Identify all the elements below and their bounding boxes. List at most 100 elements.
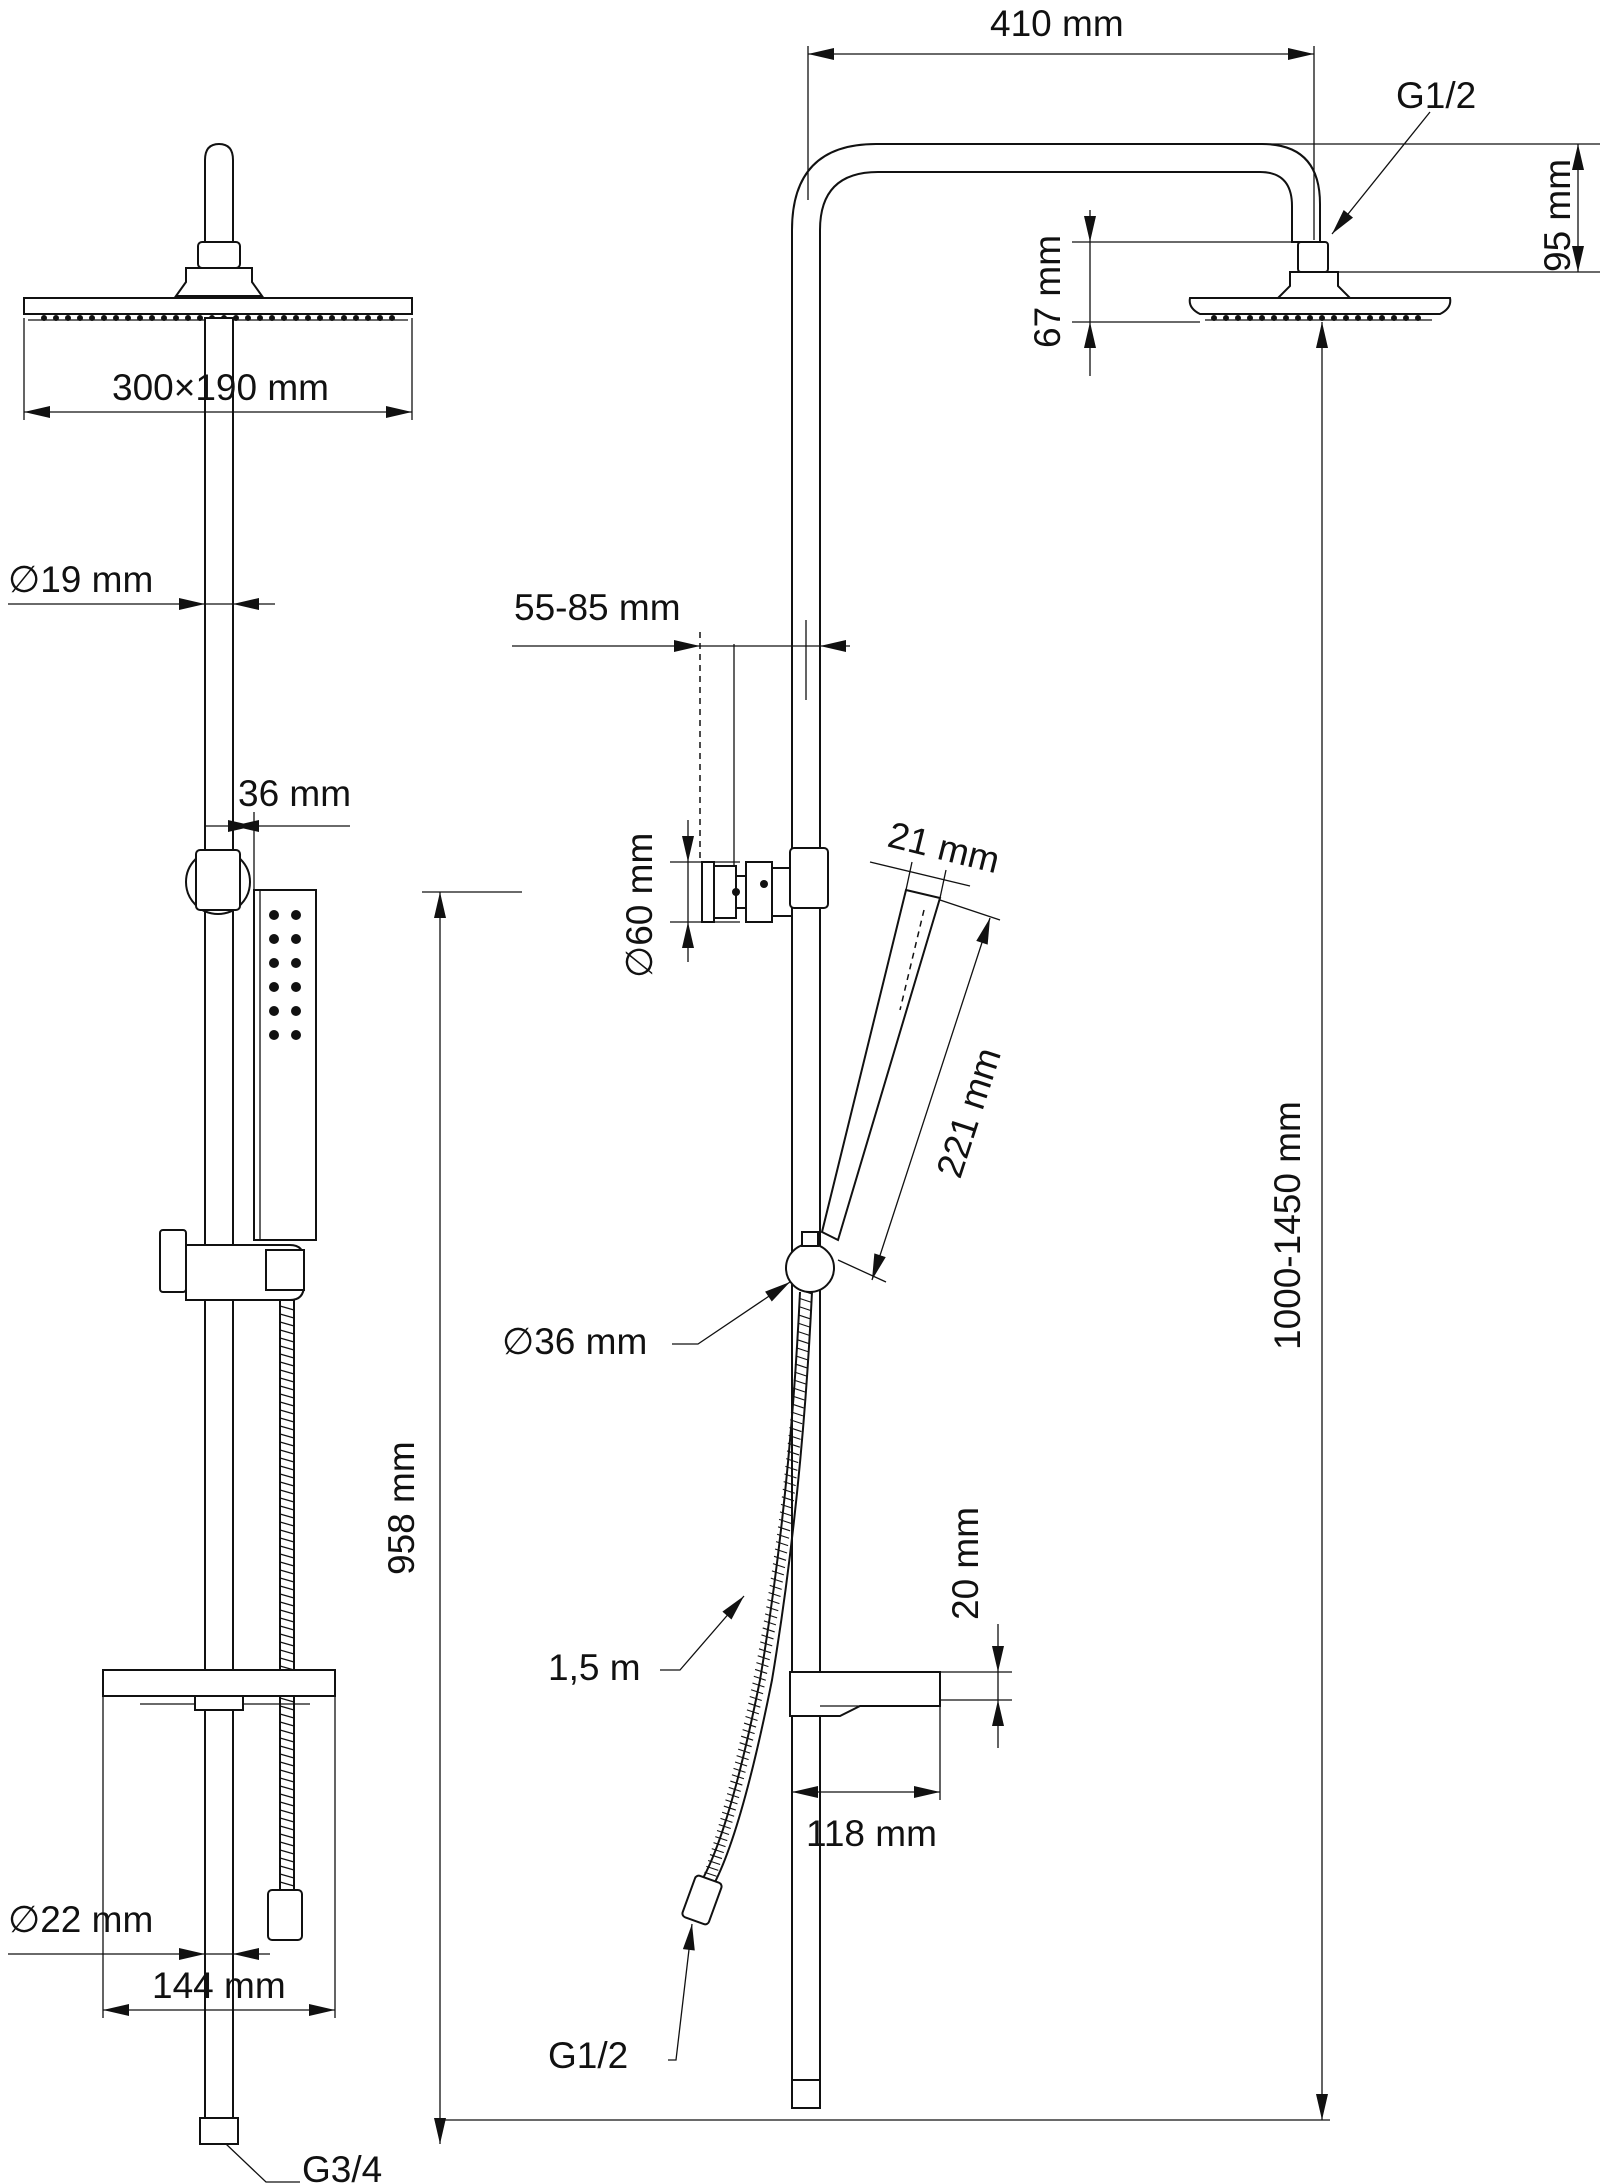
- hose-rib: [711, 1848, 724, 1854]
- hose-rib: [757, 1655, 770, 1661]
- hose-rib: [279, 1801, 295, 1807]
- hose-rib: [767, 1599, 780, 1605]
- hose-rib: [736, 1755, 749, 1761]
- hose-rib: [279, 1377, 295, 1383]
- label-height-range: 1000-1450 mm: [1267, 1101, 1308, 1350]
- front-shelf: [102, 1669, 336, 1697]
- hose-rib: [740, 1735, 754, 1741]
- hose-rib: [279, 1401, 295, 1407]
- hose-rib: [279, 1729, 295, 1735]
- hose-rib: [279, 1489, 295, 1495]
- hose-rib: [279, 1697, 295, 1703]
- hose-rib: [746, 1709, 760, 1715]
- hose-rib: [725, 1799, 738, 1805]
- nozzle-dot: [245, 315, 251, 321]
- dim-21-line: [869, 861, 971, 887]
- hose-rib: [749, 1695, 762, 1702]
- hose-rib: [792, 1387, 806, 1393]
- hose-rib: [279, 1833, 295, 1839]
- nozzle-dot: [377, 315, 383, 321]
- label-bracket-diameter: ∅60 mm: [619, 833, 660, 978]
- side-hose-end: [681, 1874, 723, 1926]
- side-shelf: [789, 1671, 941, 1717]
- handset-nozzle-dot: [269, 1006, 279, 1016]
- nozzle-dot: [1343, 315, 1349, 321]
- hose-rib: [797, 1330, 810, 1336]
- nozzle-dot: [89, 315, 95, 321]
- nozzle-dot: [101, 315, 107, 321]
- leader-knob: [672, 1281, 791, 1345]
- front-handset-nozzles: [269, 910, 301, 1040]
- nozzle-dot: [1271, 315, 1277, 321]
- label-inlet-top: G1/2: [1396, 75, 1476, 116]
- label-rail-diameter: ∅19 mm: [8, 559, 153, 600]
- front-top-pipe: [204, 142, 234, 243]
- front-rail: [204, 317, 234, 2119]
- label-handset-length: 221 mm: [929, 1043, 1009, 1183]
- hose-rib: [756, 1662, 769, 1668]
- side-head-mount: [1275, 271, 1353, 299]
- hose-rib: [279, 1449, 295, 1455]
- hose-rib: [279, 1593, 295, 1599]
- nozzle-dot: [365, 315, 371, 321]
- nozzle-dot: [233, 315, 239, 321]
- hose-rib: [713, 1842, 726, 1848]
- side-wall-plate: [701, 861, 715, 923]
- nozzle-dot: [1319, 315, 1325, 321]
- label-overall-width: 410 mm: [990, 3, 1124, 44]
- hose-rib: [279, 1553, 295, 1559]
- nozzle-dot: [1379, 315, 1385, 321]
- nozzle-dot: [353, 315, 359, 321]
- side-shower-head: [1188, 297, 1452, 315]
- label-total-height: 958 mm: [381, 1441, 422, 1575]
- side-hose-2: [713, 1291, 813, 1885]
- side-slider-knob: [785, 1243, 835, 1293]
- handset-nozzle-dot: [291, 1006, 301, 1016]
- hose-rib: [279, 1865, 295, 1871]
- hose-rib: [762, 1627, 775, 1633]
- front-slider-knob: [159, 1229, 187, 1293]
- handset-nozzle-dot: [291, 910, 301, 920]
- nozzle-dot: [1259, 315, 1265, 321]
- leader-hose: [660, 1595, 745, 1671]
- hose-rib: [728, 1786, 741, 1792]
- hose-rib: [796, 1339, 809, 1345]
- handset-nozzle-dot: [269, 910, 279, 920]
- hose-rib: [279, 1705, 295, 1711]
- hose-rib: [706, 1865, 719, 1871]
- hose-rib: [733, 1767, 746, 1773]
- front-bottom-nut: [199, 2117, 239, 2145]
- hose-rib: [279, 1425, 295, 1431]
- hose-rib: [716, 1830, 730, 1836]
- side-hose-ribs: [702, 1289, 813, 1883]
- nozzle-dot: [149, 315, 155, 321]
- hose-rib: [789, 1427, 802, 1433]
- nozzle-dot: [113, 315, 119, 321]
- hose-rib: [279, 1625, 295, 1631]
- hose-rib: [730, 1780, 743, 1786]
- hose-rib: [279, 1609, 295, 1615]
- label-head-size: 300×190 mm: [112, 367, 329, 408]
- hose-rib: [785, 1465, 798, 1471]
- label-wall-offset: 55-85 mm: [514, 587, 681, 628]
- label-inlet-bottom: G3/4: [302, 2149, 382, 2184]
- handset-nozzle-dot: [291, 982, 301, 992]
- hose-rib: [279, 1769, 295, 1775]
- nozzle-dot: [125, 315, 131, 321]
- hose-rib: [758, 1648, 772, 1654]
- nozzle-dot: [1391, 315, 1397, 321]
- hose-rib: [795, 1355, 808, 1361]
- handset-nozzle-dot: [291, 1030, 301, 1040]
- dim-21-ext-a: [905, 861, 913, 891]
- nozzle-dot: [389, 315, 395, 321]
- label-hose-length: 1,5 m: [548, 1647, 641, 1688]
- label-arm-drop: 95 mm: [1537, 159, 1578, 272]
- handset-nozzle-dot: [291, 934, 301, 944]
- side-upper-holder: [789, 847, 829, 909]
- hose-rib: [797, 1322, 811, 1328]
- hose-rib: [769, 1584, 782, 1590]
- hose-rib: [707, 1859, 721, 1865]
- handset-nozzle-dot: [269, 1030, 279, 1040]
- hose-rib: [709, 1854, 723, 1860]
